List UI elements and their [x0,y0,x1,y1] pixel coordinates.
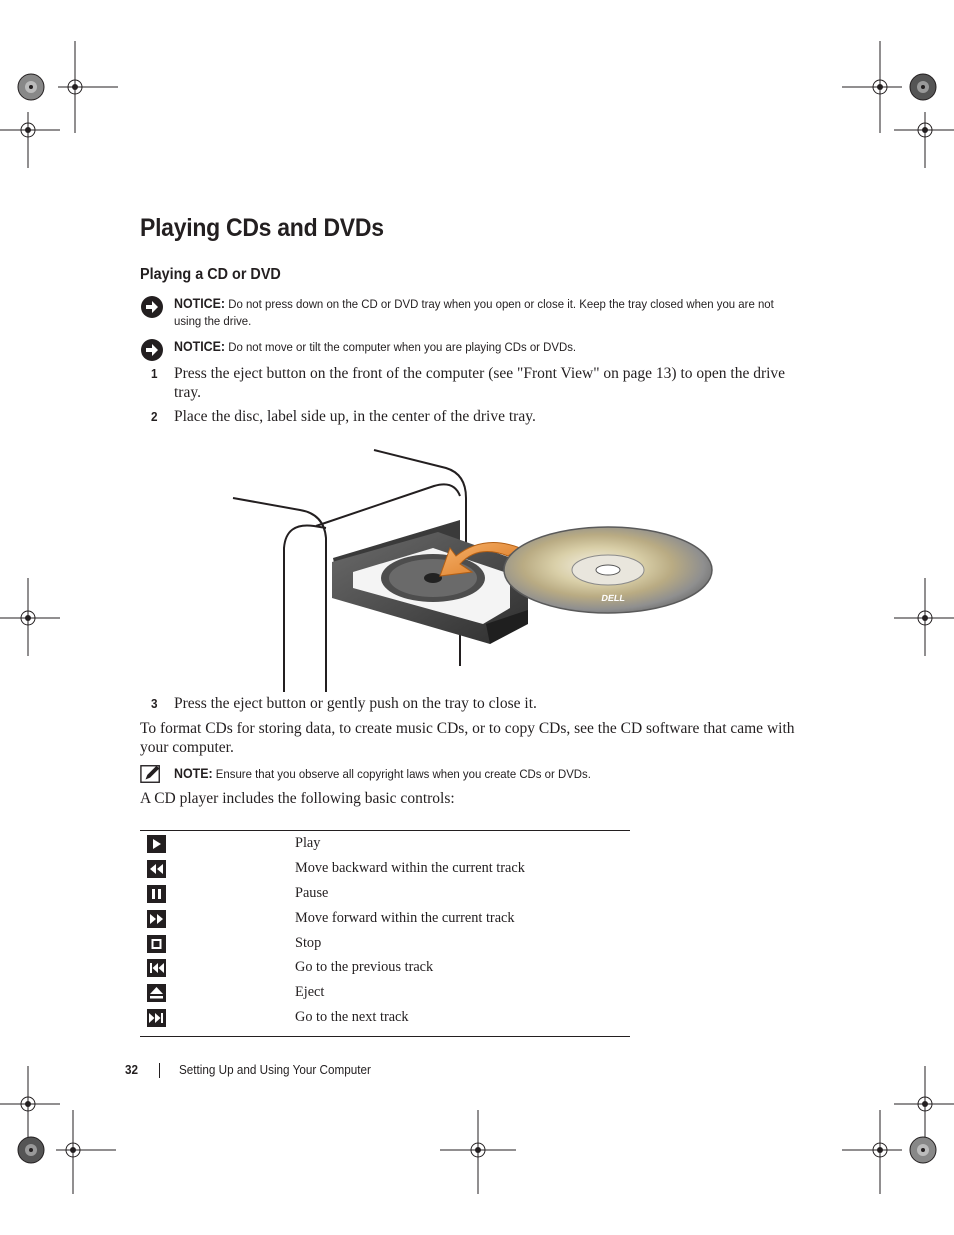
table-row: Go to the next track [140,1008,630,1033]
registration-crosshair-icon [0,112,60,168]
registration-crosshair-icon [842,1110,902,1194]
table-row: Pause [140,884,630,909]
control-label: Move backward within the current track [295,859,525,876]
fast-forward-icon [147,909,166,928]
control-label: Go to the next track [295,1009,409,1026]
note-label: NOTE: [174,766,213,781]
step-text: Place the disc, label side up, in the ce… [174,408,536,425]
pause-icon [147,884,166,903]
notice-text: Do not press down on the CD or DVD tray … [174,297,774,328]
notice-callout: NOTICE: Do not press down on the CD or D… [140,295,820,331]
control-label: Move forward within the current track [295,909,515,926]
registration-crosshair-icon [894,578,954,656]
drive-tray-illustration: DELL [232,449,713,692]
notice-text: Do not move or tilt the computer when yo… [225,340,577,354]
registration-crosshair-icon [56,1110,116,1194]
note-text: Ensure that you observe all copyright la… [212,767,591,781]
table-row: Play [140,834,630,859]
control-label: Play [295,835,321,851]
next-track-icon [147,1009,166,1028]
table-row: Move backward within the current track [140,859,630,884]
disc-logo: DELL [601,593,627,603]
notice-arrow-icon [141,296,163,318]
play-icon [147,835,166,853]
notice-label: NOTICE: [174,296,226,311]
step-item: 2 Place the disc, label side up, in the … [140,407,820,427]
control-label: Pause [295,884,329,901]
page-number: 32 [125,1062,139,1077]
section-heading: Playing a CD or DVD [140,266,281,283]
table-row: Go to the previous track [140,958,630,983]
step-number: 2 [151,409,158,424]
notice-label: NOTICE: [174,339,226,354]
registration-starburst-icon [17,73,45,101]
step-item: 3 Press the eject button or gently push … [140,694,820,714]
control-label: Stop [295,934,322,951]
control-label: Eject [295,984,325,1001]
chapter-title: Setting Up and Using Your Computer [179,1062,371,1077]
note-callout: NOTE: Ensure that you observe all copyri… [140,763,820,783]
step-number: 3 [151,696,158,711]
notice-callout: NOTICE: Do not move or tilt the computer… [140,338,820,361]
previous-track-icon [147,959,166,978]
table-row: Stop [140,934,630,959]
registration-crosshair-icon [894,112,954,168]
note-pencil-icon [140,765,160,783]
registration-crosshair-icon [0,1066,60,1142]
table-row: Move forward within the current track [140,909,630,934]
table-row: Eject [140,983,630,1008]
step-text: Press the eject button on the front of t… [174,365,786,401]
controls-intro-paragraph: A CD player includes the following basic… [140,790,455,807]
registration-crosshair-icon [440,1110,516,1194]
step-number: 1 [151,366,158,381]
registration-starburst-icon [17,1136,45,1164]
registration-starburst-icon [909,73,937,101]
registration-starburst-icon [909,1136,937,1164]
format-info-paragraph: To format CDs for storing data, to creat… [140,720,795,756]
registration-crosshair-icon [0,578,60,656]
cd-controls-table: Play Move backward within the current tr… [140,830,630,1038]
registration-crosshair-icon [58,41,118,133]
stop-icon [147,934,166,953]
control-label: Go to the previous track [295,959,434,976]
registration-crosshair-icon [842,41,902,133]
rewind-icon [147,859,166,878]
notice-arrow-icon [141,339,163,361]
registration-crosshair-icon [894,1066,954,1142]
footer-divider [159,1063,160,1078]
step-text: Press the eject button or gently push on… [174,695,537,712]
step-item: 1 Press the eject button on the front of… [140,364,820,404]
eject-icon [147,984,166,1003]
page-title: Playing CDs and DVDs [140,214,384,242]
